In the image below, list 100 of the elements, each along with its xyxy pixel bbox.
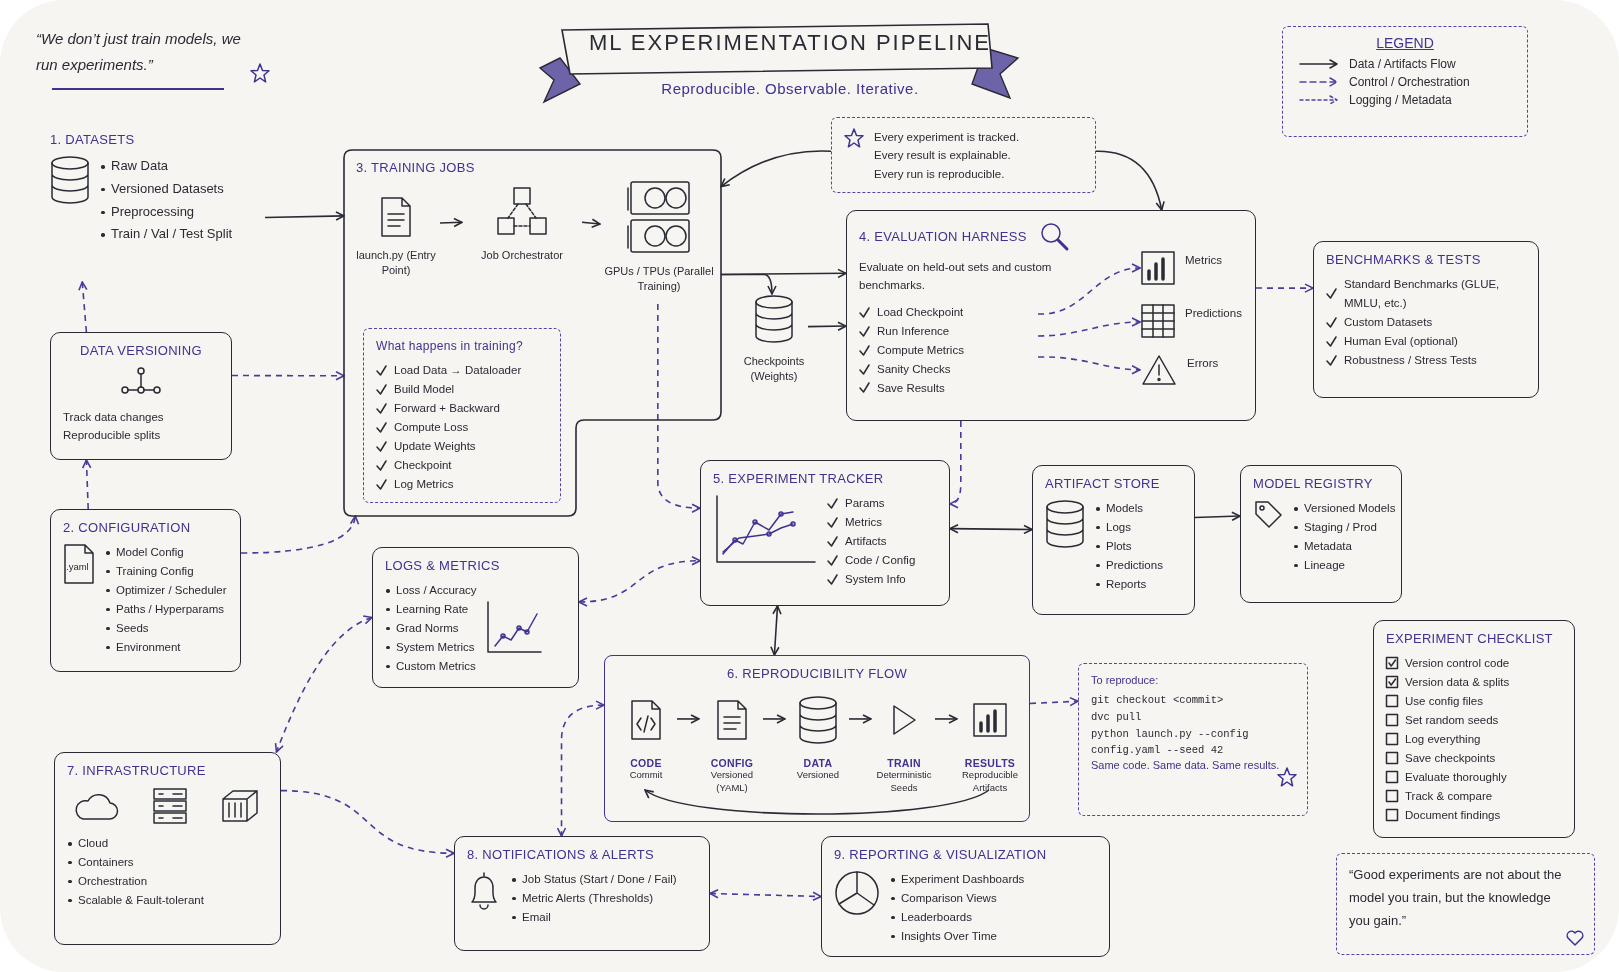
checklist-item: Log everything [1405, 731, 1481, 747]
section-title: MODEL REGISTRY [1253, 476, 1374, 491]
list-item: Grad Norms [385, 618, 477, 638]
list-item: Predictions [1095, 555, 1163, 575]
list-item: System Metrics [385, 637, 477, 657]
text-line: Every experiment is tracked. [874, 130, 1020, 145]
list-item: Learning Rate [385, 599, 477, 619]
panel [50, 332, 232, 460]
dashed-arrow [1029, 696, 1079, 707]
step-title: CONFIG [709, 757, 755, 769]
list-item: Raw Data [100, 155, 233, 178]
dashed-double-arrow [709, 888, 822, 902]
dashed-double-arrow [578, 556, 701, 607]
step-caption: Versioned [796, 769, 840, 782]
section-title: DATA VERSIONING [79, 343, 203, 358]
note-footer: Same code. Same data. Same results. [1091, 759, 1295, 772]
list-item: Reports [1095, 574, 1163, 594]
double-arrow [770, 605, 782, 656]
legend-label: Logging / Metadata [1349, 93, 1452, 107]
section-title: ARTIFACT STORE [1045, 476, 1161, 491]
checklist-item: Set random seeds [1405, 712, 1499, 728]
step-caption: Reproducible Artifacts [961, 769, 1019, 795]
list-item: Custom Datasets [1344, 314, 1433, 330]
note-heading: To reproduce: [1091, 674, 1160, 686]
dashed-arrow [1037, 356, 1141, 375]
section-title: BENCHMARKS & TESTS [1326, 252, 1482, 267]
list-item: Logs [1095, 517, 1163, 537]
arrow [439, 217, 463, 228]
dashed-arrow [280, 789, 455, 858]
code-line: python launch.py --config config.yaml --seed 42 [1091, 726, 1250, 759]
dashed-double-arrow [556, 700, 605, 837]
checklist-item: Track & compare [1405, 788, 1493, 804]
icon-caption: Job Orchestrator [481, 248, 563, 263]
panel [1373, 620, 1575, 838]
list-item: Environment [105, 637, 227, 657]
arrow [762, 714, 786, 724]
step-caption: Versioned (YAML) [709, 769, 755, 795]
dashed-note-panel [363, 328, 561, 503]
panel [1032, 465, 1195, 615]
arrow [720, 268, 847, 279]
step-title: CODE [629, 757, 663, 769]
icon-caption: Checkpoints (Weights) [742, 354, 806, 385]
list-item: Seeds [105, 618, 227, 638]
panel [372, 547, 579, 688]
list-item: Versioned Datasets [100, 177, 233, 201]
list-item: Email [511, 907, 677, 927]
list-item: Human Eval (optional) [1344, 333, 1458, 349]
dashed-arrow [231, 371, 345, 381]
panel [821, 836, 1110, 957]
section-title: 2. CONFIGURATION [63, 520, 192, 535]
checklist-item: Use config files [1405, 693, 1483, 709]
section-title: 1. DATASETS [50, 132, 136, 147]
section-title: 9. REPORTING & VISUALIZATION [834, 847, 1048, 862]
panel [50, 509, 241, 672]
section-title: 6. REPRODUCIBILITY FLOW [726, 666, 908, 681]
dashed-arrow [1037, 317, 1141, 337]
list-item: Training Config [105, 561, 227, 581]
section-title: LOGS & METRICS [385, 558, 501, 573]
arrow [807, 321, 847, 331]
section-title: 4. EVALUATION HARNESS [859, 228, 1027, 244]
panel [700, 460, 950, 606]
list-item: Containers [67, 852, 268, 872]
arrow [644, 789, 990, 815]
legend-label: Control / Orchestration [1349, 75, 1470, 89]
icon-caption: GPUs / TPUs (Parallel Training) [603, 264, 715, 295]
arrow [848, 714, 872, 724]
dashed-arrow [949, 420, 962, 508]
step-title: TRAIN [886, 757, 922, 769]
quote-text: “We don’t just train models, we run experiments.” [36, 29, 242, 76]
section-title: 8. NOTIFICATIONS & ALERTS [467, 847, 655, 862]
checklist-item: Version data & splits [1405, 674, 1510, 690]
text-line: Errors [1187, 356, 1219, 371]
list-item: Robustness / Stress Tests [1344, 352, 1477, 368]
description: Evaluate on held-out sets and custom benchmarks. [859, 260, 1053, 293]
list-item: Compute Metrics [877, 342, 964, 358]
legend-title: LEGEND [1375, 35, 1435, 51]
arrow [676, 714, 700, 724]
list-item: Update Weights [394, 438, 476, 454]
list-item: Optimizer / Scheduler [105, 580, 227, 600]
dashed-arrow [657, 303, 701, 513]
list-item: Params [845, 496, 885, 511]
dashed-note-panel [831, 117, 1096, 193]
flow-panel [604, 655, 1030, 822]
legend-label: Data / Artifacts Flow [1349, 57, 1456, 71]
list-item: Metadata [1293, 536, 1396, 556]
list-item: Models [1095, 499, 1163, 518]
list-item: Log Metrics [394, 476, 454, 492]
dashed-arrow [240, 515, 359, 554]
checklist-item: Version control code [1405, 656, 1510, 671]
dashed-note-panel [1078, 663, 1308, 816]
text-line: Every result is explainable. [874, 148, 1012, 164]
checklist-item: Document findings [1405, 807, 1501, 823]
list-item: Load Checkpoint [877, 304, 964, 320]
dashed-double-arrow [274, 615, 373, 753]
dashed-arrow [1037, 263, 1141, 315]
code-line: dvc pull [1091, 709, 1143, 725]
section-title: 3. TRAINING JOBS [356, 160, 476, 175]
dashed-arrow [81, 459, 92, 510]
text-line: Every run is reproducible. [874, 166, 1006, 182]
list-item: Save Results [877, 380, 945, 396]
